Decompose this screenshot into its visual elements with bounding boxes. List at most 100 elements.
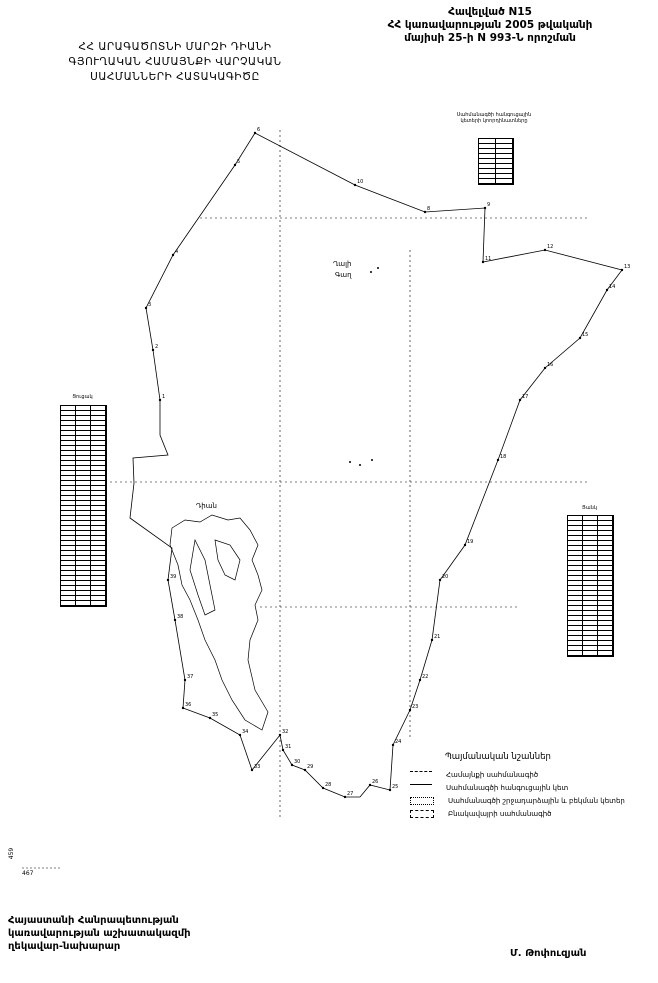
table-row: [61, 576, 106, 581]
boundary-node: [423, 210, 427, 214]
table-row: [479, 139, 513, 144]
table-row: [61, 496, 106, 501]
top-table-caption: Սահմանագծի հանգուցային կետերի կոորդինատն…: [456, 112, 532, 124]
node-label: 27: [347, 791, 353, 797]
table-row: [61, 416, 106, 421]
node-label: 21: [434, 634, 440, 640]
table-row: [61, 436, 106, 441]
node-label: 37: [187, 674, 193, 680]
table-row: [568, 586, 613, 591]
node-point-icon: [410, 784, 432, 791]
boundary-node: [281, 748, 285, 752]
annex-decree: ՀՀ կառավարության 2005 թվականի: [387, 19, 593, 31]
table-row: [61, 406, 106, 411]
table-row: [61, 521, 106, 526]
node-label: 8: [427, 206, 430, 212]
node-label: 14: [609, 284, 615, 290]
boundary-node: [171, 253, 175, 257]
place-label: Գաղ: [335, 271, 352, 279]
village-boundary: [169, 514, 269, 731]
node-label: 29: [307, 764, 313, 770]
boundary-node: [290, 763, 294, 767]
node-label: 38: [177, 614, 183, 620]
table-row: [568, 621, 613, 626]
boundary-node: [253, 131, 257, 135]
node-label: 34: [242, 729, 248, 735]
title-line-3: ՍԱՀՄԱՆՆԵՐԻ ՀԱՏԱԿԱԳԻԾԸ: [90, 71, 260, 83]
node-label: 33: [254, 764, 260, 770]
node-label: 25: [392, 784, 398, 790]
node-label: 10: [357, 179, 363, 185]
table-row: [61, 431, 106, 436]
coordinates-table-left: [60, 405, 107, 607]
table-row: [61, 596, 106, 601]
boundary-nodes: 6543211089111213141516171819202122232425…: [144, 127, 630, 799]
table-row: [61, 456, 106, 461]
legend-heading: Պայմանական նշաններ: [445, 752, 551, 762]
table-row: [568, 531, 613, 536]
table-row: [568, 546, 613, 551]
left-table-caption: Ցուցակ: [72, 394, 93, 400]
table-row: [61, 586, 106, 591]
right-table-caption: Ցանկ: [582, 505, 597, 511]
boundary-node: [353, 183, 357, 187]
table-row: [61, 551, 106, 556]
boundary-node: [368, 783, 372, 787]
boundary-node: [430, 638, 434, 642]
table-row: [61, 571, 106, 576]
node-label: 11: [485, 256, 491, 262]
node-label: 20: [442, 574, 448, 580]
boundary-node: [605, 288, 609, 292]
node-label: 16: [547, 362, 553, 368]
coordinates-table-right: [567, 515, 614, 657]
node-label: 9: [487, 202, 490, 208]
table-row: [568, 606, 613, 611]
table-row: [61, 531, 106, 536]
legend-item: Սահմանագծի շրջադարձային և բեկման կետեր: [410, 794, 625, 807]
table-row: [479, 149, 513, 154]
table-row: [61, 441, 106, 446]
footer-line: կառավարության աշխատակազմի: [8, 928, 191, 939]
table-row: [568, 641, 613, 646]
table-row: [61, 556, 106, 561]
table-row: [61, 581, 106, 586]
table-row: [568, 636, 613, 641]
table-row: [568, 616, 613, 621]
node-label: 4: [175, 249, 178, 255]
boundary-node: [543, 366, 547, 370]
boundary-node: [418, 678, 422, 682]
table-row: [61, 506, 106, 511]
map-title: ՀՀ ԱՐԱԳԱԾՈՏՆԻ ՄԱՐԶԻ ԴԻԱՆԻ ԳՅՈՒՂԱԿԱՆ ՀԱՄԱ…: [50, 40, 300, 85]
table-row: [568, 651, 613, 656]
boundary-node: [578, 336, 582, 340]
coord-label: 467: [22, 870, 34, 877]
boundary-node: [518, 398, 522, 402]
table-row: [61, 476, 106, 481]
footer-line: ղեկավար-նախարար: [8, 941, 121, 952]
title-line-1: ՀՀ ԱՐԱԳԱԾՈՏՆԻ ՄԱՐԶԻ ԴԻԱՆԻ: [78, 41, 272, 53]
node-label: 35: [212, 712, 218, 718]
table-row: [61, 561, 106, 566]
table-row: [61, 471, 106, 476]
table-row: [61, 501, 106, 506]
table-row: [61, 411, 106, 416]
boundary-node: [233, 163, 237, 167]
boundary-node: [166, 578, 170, 582]
node-label: 31: [285, 744, 291, 750]
table-row: [568, 516, 613, 521]
annex-number: Հավելված N15: [448, 6, 532, 18]
table-row: [61, 491, 106, 496]
table-row: [61, 511, 106, 516]
boundary-node: [543, 248, 547, 252]
node-label: 39: [170, 574, 176, 580]
table-row: [568, 601, 613, 606]
table-row: [568, 561, 613, 566]
table-row: [479, 164, 513, 169]
boundary-node: [144, 306, 148, 310]
legend-item: Բնակավայրի սահմանագիծ: [410, 807, 625, 820]
table-row: [61, 591, 106, 596]
table-row: [61, 601, 106, 606]
table-row: [568, 556, 613, 561]
table-row: [479, 159, 513, 164]
